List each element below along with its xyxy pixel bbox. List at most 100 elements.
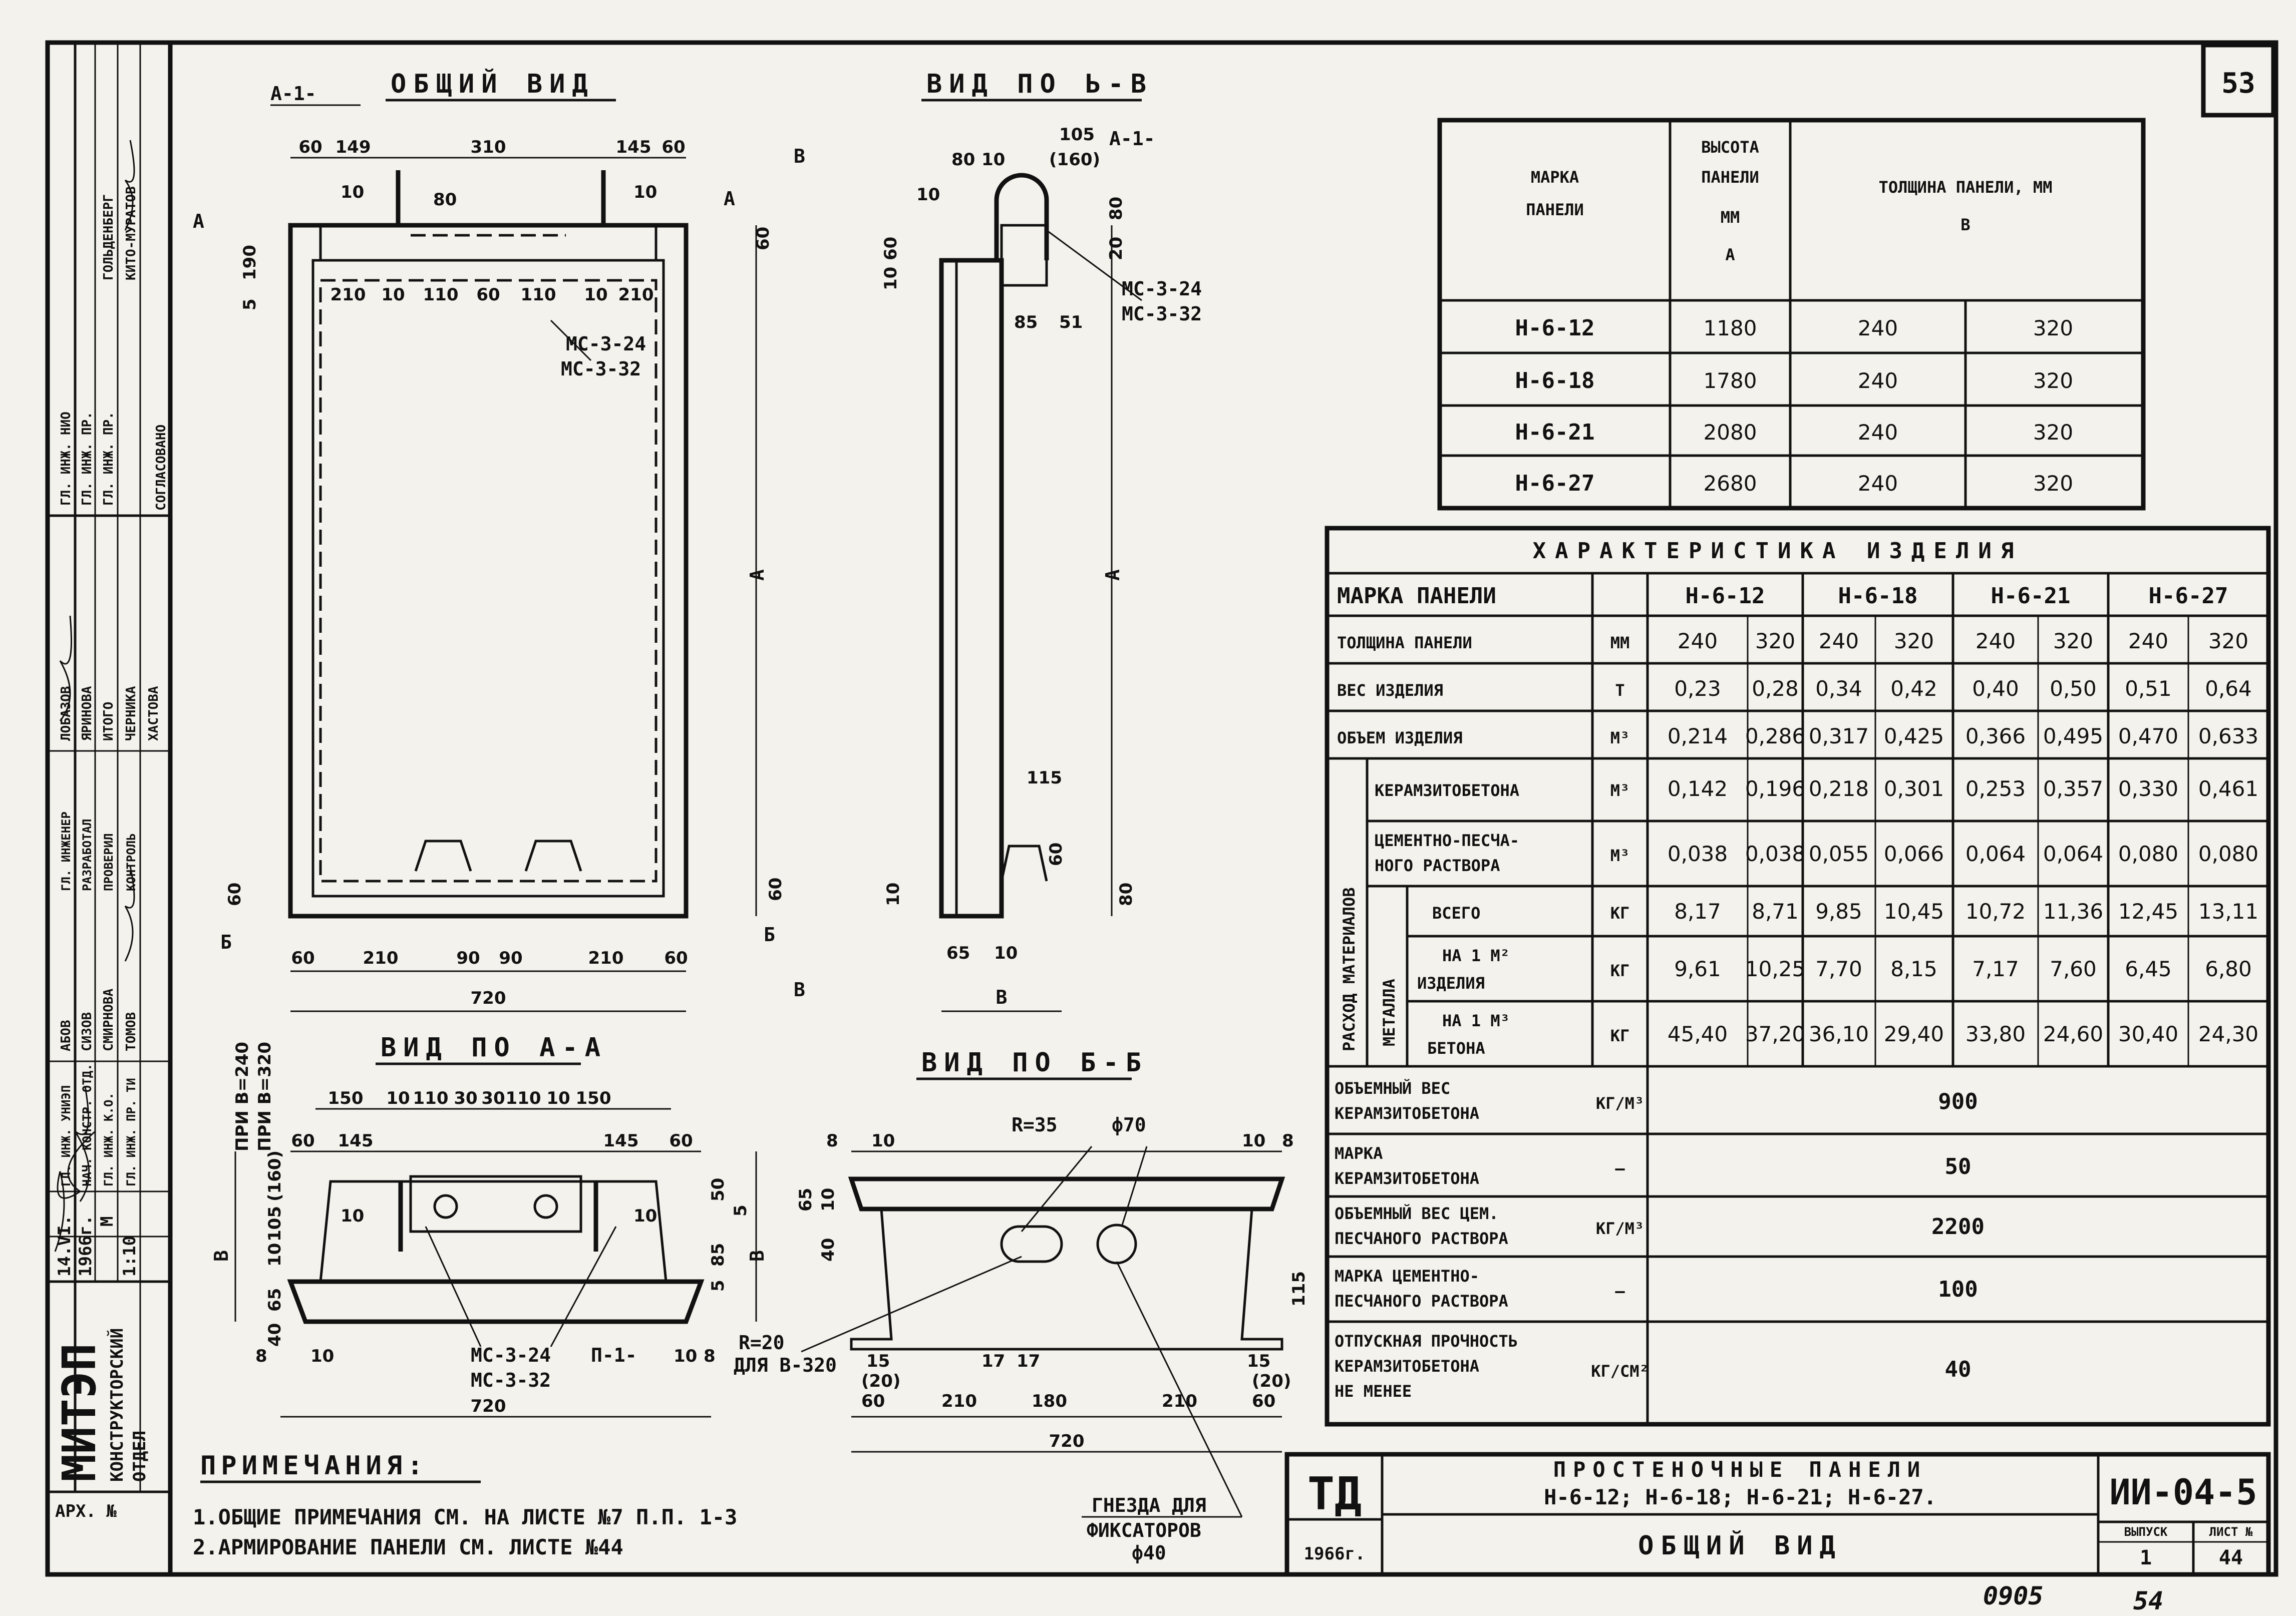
- dim-text: 5: [240, 298, 260, 310]
- mark-v-bottom: В: [794, 979, 805, 1001]
- cell: 37,20: [1745, 1022, 1805, 1046]
- cell: Н-6-21: [1515, 420, 1595, 445]
- dim-text: 8: [704, 1346, 716, 1366]
- stamp-top-name: ГЛ. ИНЖ. НИО: [59, 412, 74, 506]
- cell: 0,28: [1752, 676, 1799, 701]
- dim-text: 210: [618, 285, 654, 305]
- dim-text: 90: [456, 948, 480, 968]
- dim-total-general: 720: [471, 988, 506, 1008]
- row-label: ТОЛЩИНА ПАНЕЛИ: [1337, 633, 1472, 652]
- panel-outline: [288, 223, 689, 919]
- cell: 0,34: [1815, 676, 1862, 701]
- cell: 40: [1945, 1357, 1972, 1382]
- page-number-box: 53: [2201, 43, 2276, 118]
- dim-text: 60: [669, 1131, 693, 1151]
- cell: 10,45: [1884, 899, 1944, 924]
- row-label: МАРКА ЦЕМЕНТНО-: [1335, 1267, 1479, 1286]
- dim-text: 145: [338, 1131, 374, 1151]
- cell: 320: [2033, 471, 2073, 496]
- aa-label-mc324: МС-3-24: [471, 1344, 551, 1366]
- view-bb: ВИД ПО Б-Б 8 10 10 8 R=35 ф70 65 10 40 1…: [734, 1048, 1309, 1564]
- stamp-top-right: ГОЛЬДЕНБЕРГ: [101, 194, 116, 280]
- cell: 320: [1894, 629, 1934, 653]
- stamp-top-right: КИТО-МУРАТОВ: [124, 186, 139, 280]
- cell: 33,80: [1965, 1022, 2026, 1046]
- char-mark: Н-6-21: [1991, 583, 2071, 609]
- dim-text: 150: [328, 1088, 364, 1108]
- row-unit: Т: [1615, 681, 1624, 700]
- row-unit: КГ/М³: [1596, 1094, 1644, 1113]
- char-mark-label: МАРКА ПАНЕЛИ: [1337, 583, 1496, 609]
- label-r20: R=20: [739, 1332, 785, 1354]
- label-mc324: МС-3-24: [566, 333, 646, 355]
- dim-text: 80: [951, 150, 975, 170]
- label-r35: R=35: [1012, 1114, 1058, 1136]
- dim-text: 10: [633, 1206, 657, 1226]
- label-nest-1: ГНЕЗДА ДЛЯ: [1092, 1494, 1206, 1516]
- dim-text: 17: [1017, 1351, 1040, 1371]
- dim-text: 85: [708, 1243, 728, 1267]
- label-nest-3: ф40: [1132, 1542, 1166, 1564]
- dim-text: 60: [476, 285, 500, 305]
- characteristics-table: ХАРАКТЕРИСТИКА ИЗДЕЛИЯ МАРКА ПАНЕЛИ Н-6-…: [1325, 526, 2271, 1427]
- title-issue-label: ВЫПУСК: [2124, 1525, 2168, 1539]
- dim-text: 210: [331, 285, 366, 305]
- stamp-page: 54: [2133, 1586, 2163, 1615]
- marks-h2b: ПАНЕЛИ: [1701, 168, 1759, 187]
- label-r20b: ДЛЯ В-320: [734, 1354, 837, 1376]
- row-label: ОТПУСКНАЯ ПРОЧНОСТЬ: [1335, 1332, 1518, 1351]
- cell: 0,253: [1965, 776, 2026, 801]
- cell: 9,61: [1674, 957, 1721, 981]
- char-mark: Н-6-18: [1838, 583, 1918, 609]
- cell: 320: [2208, 629, 2248, 653]
- marks-table: МАРКА ПАНЕЛИ ВЫСОТА ПАНЕЛИ ММ А ТОЛЩИНА …: [1437, 118, 2146, 511]
- row-label: ПЕСЧАНОГО РАСТВОРА: [1335, 1229, 1508, 1248]
- marks-h3b: В: [1960, 215, 1970, 234]
- mat-row: ЦЕМЕНТНО-ПЕСЧА- НОГО РАСТВОРА М³ 0,038 0…: [1375, 831, 2258, 875]
- stamp-role: РАЗРАБОТАЛ: [80, 819, 94, 892]
- dim-text: 10: [584, 285, 607, 305]
- cell: 240: [1858, 368, 1898, 393]
- cell: 10,72: [1965, 899, 2026, 924]
- cell: 320: [1755, 629, 1795, 653]
- label-mc332: МС-3-32: [561, 358, 641, 380]
- title-line-2: Н-6-12; Н-6-18; Н-6-21; Н-6-27.: [1544, 1485, 1936, 1509]
- dim-text: 90: [499, 948, 522, 968]
- cell: 240: [2128, 629, 2168, 653]
- dim-text: 50: [708, 1178, 728, 1201]
- stamp-name: СИЗОВ: [80, 1012, 95, 1051]
- dim-text: 10: [265, 1243, 285, 1267]
- aa-label-mc332: МС-3-32: [471, 1369, 551, 1391]
- cell: 9,85: [1815, 899, 1862, 924]
- dim-text: 8: [1282, 1131, 1294, 1151]
- dim-text: 110: [506, 1088, 541, 1108]
- dim-text: 60: [766, 878, 786, 901]
- dim-text: 310: [471, 137, 506, 157]
- cell: 8,71: [1752, 899, 1799, 924]
- row-unit: —: [1615, 1159, 1625, 1178]
- cell: 0,470: [2118, 724, 2178, 748]
- dim-text: 10: [633, 182, 657, 202]
- row-unit: КГ: [1610, 904, 1630, 923]
- side-label-mc324: МС-3-24: [1122, 278, 1202, 300]
- stamp-role: ГЛ. ИНЖЕНЕР: [59, 812, 73, 891]
- dim-text: 60: [861, 1391, 885, 1411]
- metal-row: НА 1 М³ БЕТОНА КГ 45,40 37,20 36,10 29,4…: [1427, 1011, 2258, 1058]
- dim-text: 210: [941, 1391, 977, 1411]
- cell: 0,218: [1809, 776, 1869, 801]
- marks-row: Н-6-18 1780 240 320: [1515, 368, 2074, 393]
- dim-text: 145: [616, 137, 651, 157]
- cell: 30,40: [2118, 1022, 2178, 1046]
- row-label: ИЗДЕЛИЯ: [1417, 974, 1485, 993]
- marks-row: Н-6-21 2080 240 320: [1515, 420, 2074, 445]
- dim-text: 10: [871, 1131, 895, 1151]
- dim-text: 30: [481, 1088, 505, 1108]
- dim-text: 60: [664, 948, 688, 968]
- cell: 0,066: [1884, 842, 1944, 866]
- cell: 2680: [1704, 471, 1757, 496]
- row-label: МАРКА: [1335, 1144, 1383, 1163]
- cell: 240: [1819, 629, 1859, 653]
- dim-text: 51: [1059, 312, 1083, 332]
- cell: 0,064: [1965, 842, 2026, 866]
- cell: 24,60: [2043, 1022, 2103, 1046]
